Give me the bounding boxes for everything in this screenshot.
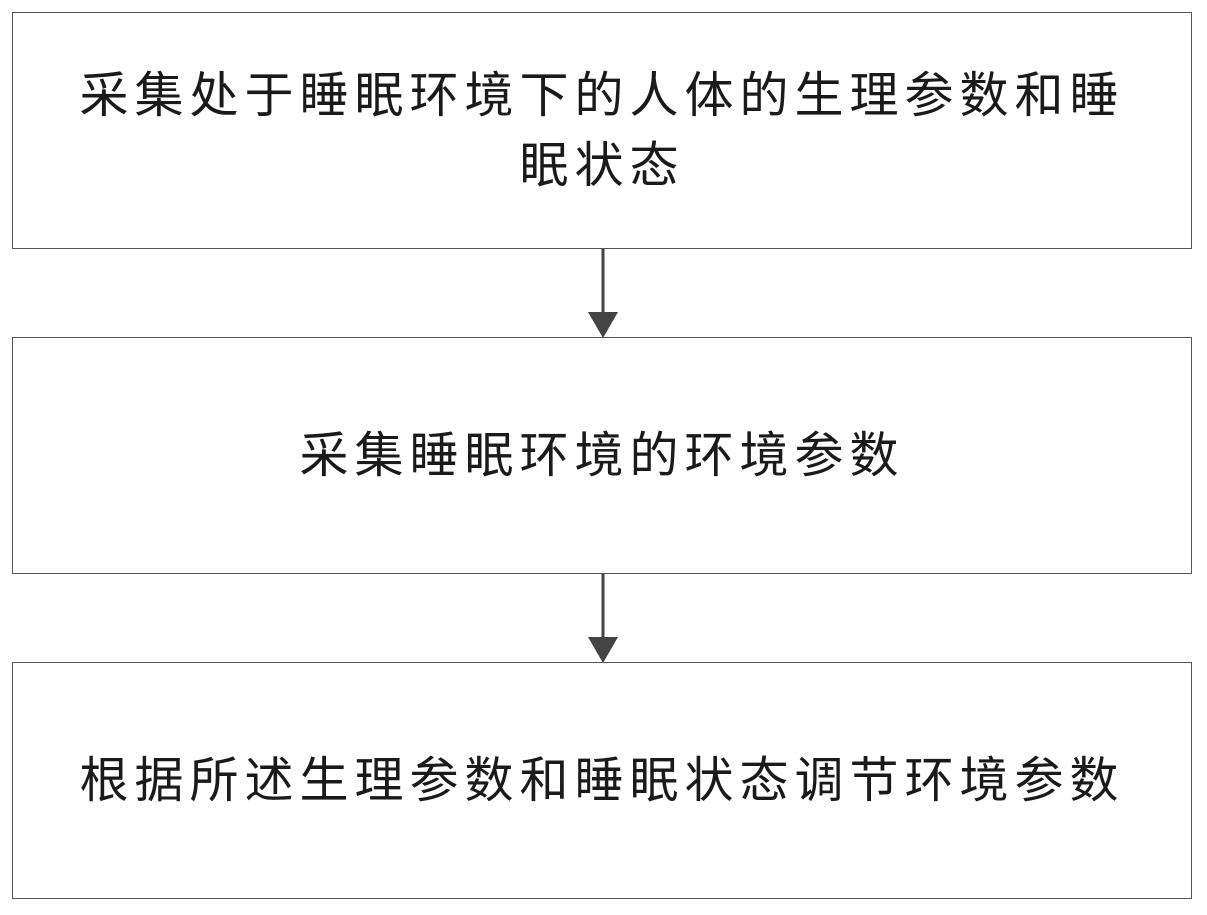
arrow-head-1 bbox=[588, 312, 618, 338]
arrow-head-2 bbox=[588, 637, 618, 663]
step-label-collect-environment: 采集睡眠环境的环境参数 bbox=[299, 426, 905, 484]
arrow-step1-to-step2 bbox=[588, 249, 618, 338]
step-box-adjust-environment: 根据所述生理参数和睡眠状态调节环境参数 bbox=[12, 662, 1192, 899]
arrow-step2-to-step3 bbox=[588, 574, 618, 663]
step-label-collect-physiological: 采集处于睡眠环境下的人体的生理参数和睡眠状态 bbox=[79, 66, 1125, 194]
step-box-collect-physiological: 采集处于睡眠环境下的人体的生理参数和睡眠状态 bbox=[12, 12, 1192, 249]
step-label-adjust-environment: 根据所述生理参数和睡眠状态调节环境参数 bbox=[79, 751, 1125, 809]
step-box-collect-environment: 采集睡眠环境的环境参数 bbox=[12, 337, 1192, 574]
